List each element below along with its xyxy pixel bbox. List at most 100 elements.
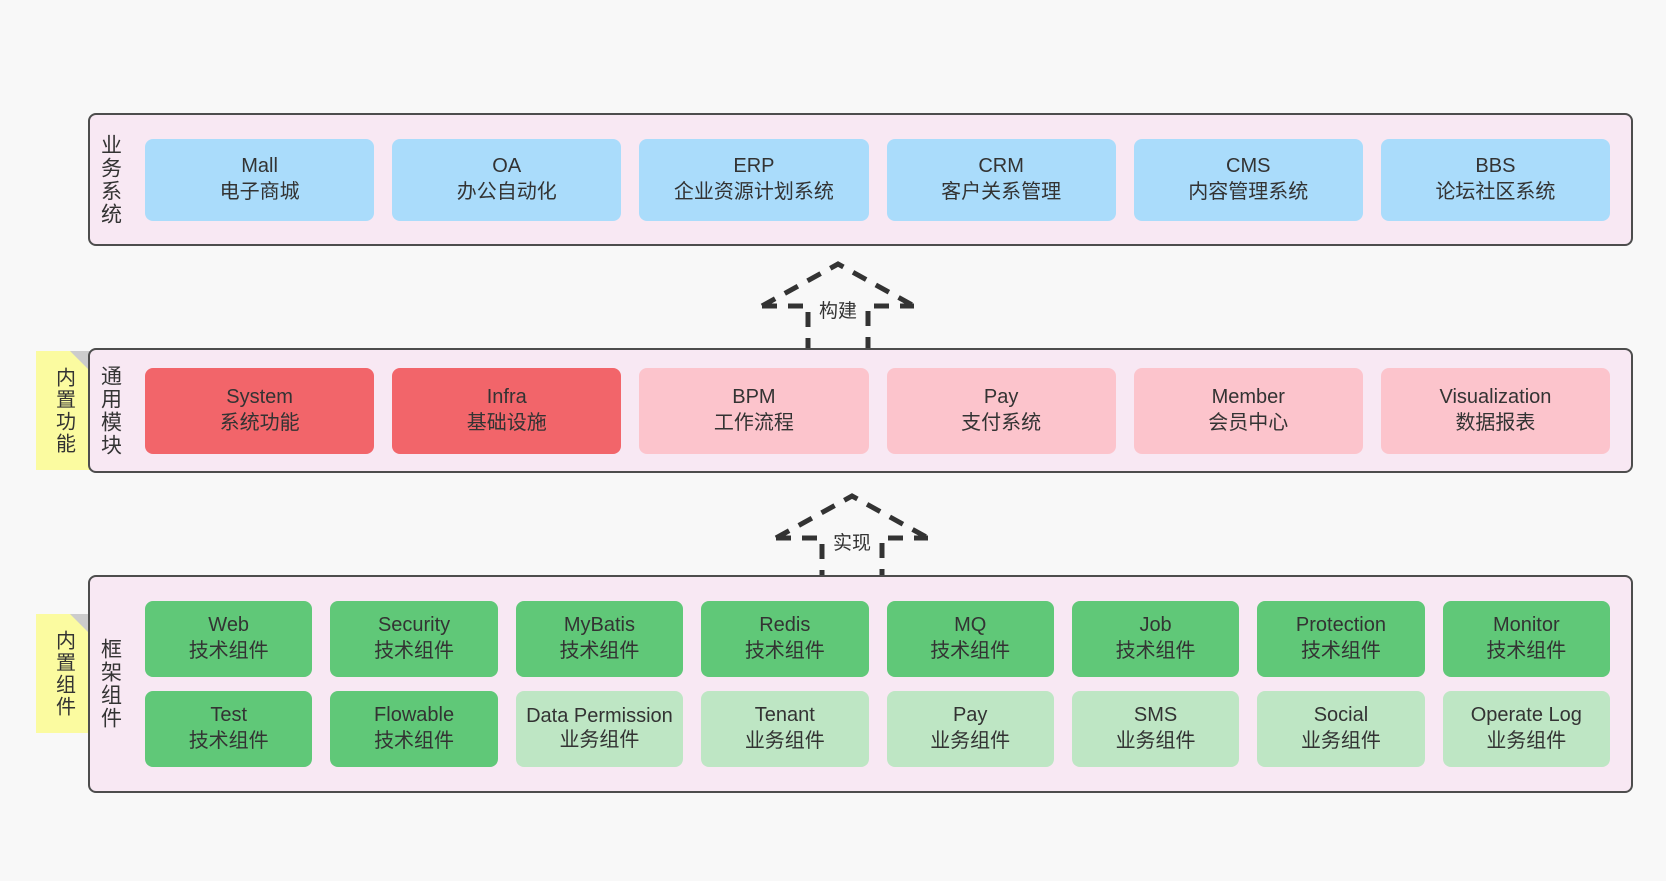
node-title: ERP: [733, 154, 775, 177]
node-cms[interactable]: CMS 内容管理系统: [1133, 138, 1363, 221]
implement-arrow-icon: [774, 493, 930, 589]
node-mall[interactable]: Mall 电子商城: [145, 138, 375, 221]
layer-common-modules: 通用模块 System 系统功能 Infra 基础设施 BPM 工作流程 Pay…: [88, 348, 1633, 473]
node-title: OA: [492, 154, 522, 177]
node-member[interactable]: Member 会员中心: [1133, 367, 1363, 454]
node-visualization[interactable]: Visualization 数据报表: [1380, 367, 1611, 454]
node-erp[interactable]: ERP 企业资源计划系统: [639, 138, 869, 221]
node-subtitle: 客户关系管理: [941, 180, 1062, 203]
node-title: Pay: [983, 385, 1019, 408]
node-subtitle: 电子商城: [219, 180, 300, 203]
node-job[interactable]: Job 技术组件: [1071, 601, 1240, 677]
node-bpm[interactable]: BPM 工作流程: [639, 367, 869, 454]
node-title: Monitor: [1492, 614, 1560, 637]
node-subtitle: 业务组件: [1300, 730, 1381, 752]
node-title: CRM: [978, 154, 1024, 177]
node-title: MQ: [954, 614, 987, 637]
node-subtitle: 技术组件: [188, 640, 269, 662]
layer-title-framework-components: 框架组件: [98, 638, 122, 730]
node-mybatis[interactable]: MyBatis 技术组件: [515, 601, 684, 677]
node-data-permission[interactable]: Data Permission 业务组件: [515, 691, 684, 767]
node-title: Test: [210, 704, 248, 727]
implement-arrow-label: 实现: [832, 533, 871, 554]
node-title: Social: [1313, 704, 1369, 727]
node-title: MyBatis: [563, 614, 635, 637]
node-flowable[interactable]: Flowable 技术组件: [330, 691, 498, 767]
node-title: Security: [377, 614, 451, 637]
node-title: Flowable: [374, 704, 455, 727]
node-subtitle: 工作流程: [713, 411, 794, 434]
node-subtitle: 论坛社区系统: [1435, 180, 1556, 203]
node-security[interactable]: Security 技术组件: [330, 601, 498, 677]
node-test[interactable]: Test 技术组件: [145, 691, 313, 767]
node-subtitle: 技术组件: [744, 640, 825, 662]
note-label: 内置功能: [52, 366, 75, 455]
layer-framework-components: 框架组件 Web 技术组件 Security 技术组件 MyBatis 技术组件…: [88, 575, 1633, 793]
node-operate-log[interactable]: Operate Log 业务组件: [1442, 691, 1610, 767]
node-pay-component[interactable]: Pay 业务组件: [886, 691, 1054, 767]
layer-body-framework-components: Web 技术组件 Security 技术组件 MyBatis 技术组件 Redi…: [130, 577, 1631, 791]
node-title: System: [226, 385, 293, 408]
layer-title-common-modules: 通用模块: [98, 364, 122, 457]
node-title: Redis: [759, 614, 811, 637]
node-title: SMS: [1133, 704, 1178, 727]
node-title: Pay: [952, 704, 988, 727]
node-crm[interactable]: CRM 客户关系管理: [886, 138, 1116, 221]
node-subtitle: 业务组件: [930, 730, 1011, 752]
node-subtitle: 业务组件: [1115, 730, 1196, 752]
node-sms[interactable]: SMS 业务组件: [1071, 691, 1240, 767]
note-fold-corner-icon: [70, 351, 90, 371]
node-bbs[interactable]: BBS 论坛社区系统: [1380, 138, 1611, 221]
node-monitor[interactable]: Monitor 技术组件: [1442, 601, 1610, 677]
note-builtin-components: 内置组件: [36, 614, 90, 733]
node-row: Mall 电子商城 OA 办公自动化 ERP 企业资源计划系统 CRM 客户关系…: [136, 138, 1619, 221]
node-tenant[interactable]: Tenant 业务组件: [701, 691, 869, 767]
note-label: 内置组件: [52, 629, 75, 718]
node-subtitle: 会员中心: [1208, 411, 1289, 434]
node-subtitle: 技术组件: [559, 640, 640, 662]
node-subtitle: 基础设施: [466, 411, 547, 434]
node-oa[interactable]: OA 办公自动化: [392, 138, 622, 221]
note-fold-corner-icon: [70, 614, 90, 634]
node-subtitle: 技术组件: [1115, 640, 1196, 662]
node-subtitle: 技术组件: [188, 730, 269, 752]
node-title: Web: [208, 614, 250, 637]
node-title: Operate Log: [1470, 704, 1582, 727]
node-social[interactable]: Social 业务组件: [1257, 691, 1425, 767]
node-title: Protection: [1295, 614, 1386, 637]
node-pay-module[interactable]: Pay 支付系统: [886, 367, 1116, 454]
node-subtitle: 技术组件: [374, 730, 455, 752]
node-title: Tenant: [754, 704, 815, 727]
node-subtitle: 技术组件: [1486, 640, 1567, 662]
layer-business-systems: 业务系统 Mall 电子商城 OA 办公自动化 ERP 企业资源计划系统 CRM…: [88, 113, 1633, 246]
node-title: BPM: [732, 385, 776, 408]
node-subtitle: 内容管理系统: [1188, 180, 1309, 203]
node-row: System 系统功能 Infra 基础设施 BPM 工作流程 Pay 支付系统…: [136, 367, 1619, 454]
node-system[interactable]: System 系统功能: [145, 367, 375, 454]
node-title: Member: [1211, 385, 1285, 408]
node-title: Infra: [486, 385, 527, 408]
node-title: Job: [1139, 614, 1172, 637]
node-infra[interactable]: Infra 基础设施: [392, 367, 622, 454]
layer-body-business-systems: Mall 电子商城 OA 办公自动化 ERP 企业资源计划系统 CRM 客户关系…: [130, 115, 1631, 244]
node-subtitle: 业务组件: [559, 729, 640, 751]
node-redis[interactable]: Redis 技术组件: [701, 601, 869, 677]
node-protection[interactable]: Protection 技术组件: [1257, 601, 1425, 677]
layer-title-business-systems: 业务系统: [98, 133, 122, 226]
layer-body-common-modules: System 系统功能 Infra 基础设施 BPM 工作流程 Pay 支付系统…: [130, 350, 1631, 471]
node-subtitle: 技术组件: [374, 640, 455, 662]
node-title: Visualization: [1439, 385, 1552, 408]
node-subtitle: 办公自动化: [456, 180, 557, 203]
node-title: Data Permission: [526, 705, 673, 728]
node-subtitle: 业务组件: [1486, 730, 1567, 752]
node-subtitle: 企业资源计划系统: [673, 180, 834, 203]
node-title: Mall: [241, 154, 278, 177]
node-web[interactable]: Web 技术组件: [145, 601, 313, 677]
note-builtin-features: 内置功能: [36, 351, 90, 470]
node-subtitle: 技术组件: [1300, 640, 1381, 662]
node-subtitle: 数据报表: [1455, 411, 1536, 434]
implement-arrow: 实现: [772, 490, 932, 590]
node-subtitle: 业务组件: [744, 730, 825, 752]
node-mq[interactable]: MQ 技术组件: [886, 601, 1054, 677]
